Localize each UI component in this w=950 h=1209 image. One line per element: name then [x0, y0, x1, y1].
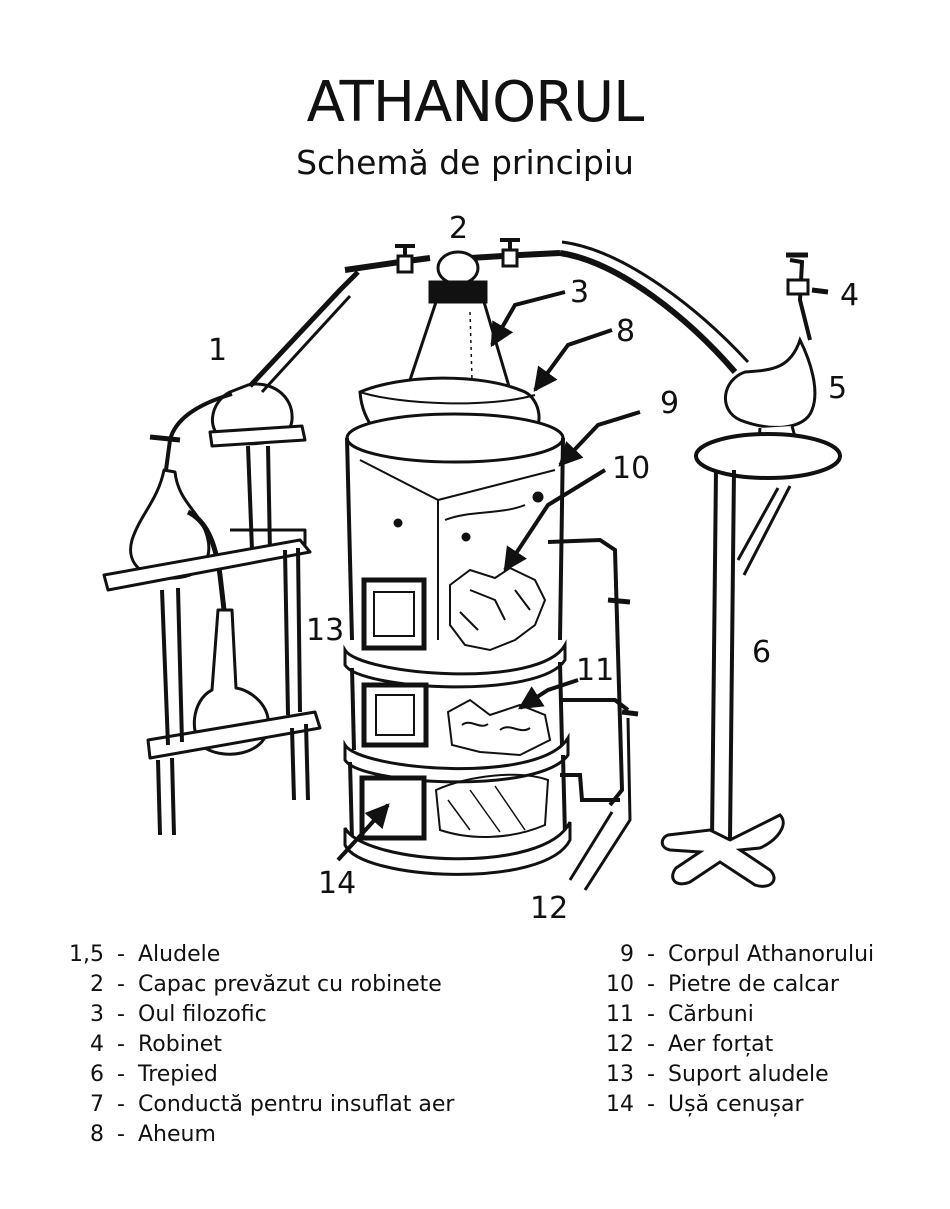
- legend-text: Oul filozofic: [138, 1002, 267, 1027]
- right-aludel-assembly: [660, 252, 842, 888]
- label-13: 13: [306, 613, 344, 648]
- label-14: 14: [318, 866, 356, 901]
- legend-text: Cărbuni: [668, 1002, 754, 1027]
- label-9: 9: [660, 386, 679, 421]
- legend-number: 9: [620, 942, 634, 967]
- legend-number: 2: [90, 972, 104, 997]
- legend-dash: -: [647, 1092, 655, 1117]
- legend-number: 12: [606, 1032, 634, 1057]
- label-8: 8: [616, 314, 635, 349]
- air-pipe: [547, 537, 639, 891]
- label-2: 2: [449, 211, 468, 246]
- legend-item: 4-Robinet: [48, 1030, 454, 1060]
- label-10: 10: [612, 451, 650, 486]
- legend-number: 11: [606, 1002, 634, 1027]
- legend-text: Suport aludele: [668, 1062, 829, 1087]
- legend-number: 7: [90, 1092, 104, 1117]
- cap-and-pipes: [344, 238, 750, 374]
- legend-text: Capac prevăzut cu robinete: [138, 972, 442, 997]
- left-aludel-assembly: [102, 270, 360, 836]
- legend-dash: -: [117, 1092, 125, 1117]
- legend-number: 8: [90, 1122, 104, 1147]
- legend-dash: -: [117, 972, 125, 997]
- legend-item: 3-Oul filozofic: [48, 1000, 454, 1030]
- legend-number: 10: [606, 972, 634, 997]
- athanor-furnace: [343, 300, 572, 876]
- legend-text: Aheum: [138, 1122, 216, 1147]
- legend-dash: -: [647, 942, 655, 967]
- legend-dash: -: [647, 1062, 655, 1087]
- legend-item: 6-Trepied: [48, 1060, 454, 1090]
- legend-number: 4: [90, 1032, 104, 1057]
- legend-item: 12-Aer forțat: [596, 1030, 874, 1060]
- legend-item: 9-Corpul Athanorului: [596, 940, 874, 970]
- legend-text: Aer forțat: [668, 1032, 774, 1057]
- label-5: 5: [828, 371, 847, 406]
- diagram-subtitle: Schemă de principiu: [296, 143, 634, 182]
- callout-arrows: [336, 290, 641, 862]
- legend-item: 2-Capac prevăzut cu robinete: [48, 970, 454, 1000]
- athanor-drawing: 1 2 3 4 5 6 8 9 10 11 12 13 14: [102, 211, 859, 920]
- legend-item: 13-Suport aludele: [596, 1060, 874, 1090]
- legend-text: Pietre de calcar: [668, 972, 839, 997]
- legend-item: 10-Pietre de calcar: [596, 970, 874, 1000]
- label-3: 3: [570, 275, 589, 310]
- label-6: 6: [752, 635, 771, 670]
- legend-dash: -: [647, 972, 655, 997]
- legend-dash: -: [647, 1032, 655, 1057]
- legend-text: Trepied: [138, 1062, 218, 1087]
- legend-text: Aludele: [138, 942, 221, 967]
- legend-item: 7-Conductă pentru insuflat aer: [48, 1090, 454, 1120]
- legend-dash: -: [117, 1122, 125, 1147]
- legend-text: Robinet: [138, 1032, 222, 1057]
- legend-item: 1,5-Aludele: [48, 940, 454, 970]
- legend-number: 3: [90, 1002, 104, 1027]
- legend-number: 6: [90, 1062, 104, 1087]
- legend-item: 11-Cărbuni: [596, 1000, 874, 1030]
- legend-dash: -: [117, 1032, 125, 1057]
- legend-dash: -: [117, 1062, 125, 1087]
- label-1: 1: [208, 333, 227, 368]
- legend-number: 13: [606, 1062, 634, 1087]
- legend-dash: -: [117, 942, 125, 967]
- diagram-title: ATHANORUL: [306, 70, 645, 135]
- label-11: 11: [576, 653, 614, 688]
- legend-text: Conductă pentru insuflat aer: [138, 1092, 455, 1117]
- legend-number: 14: [606, 1092, 634, 1117]
- legend-number: 1,5: [69, 942, 104, 967]
- label-12: 12: [530, 891, 568, 920]
- legend-text: Ușă cenușar: [668, 1092, 804, 1117]
- legend-dash: -: [647, 1002, 655, 1027]
- legend-text: Corpul Athanorului: [668, 942, 875, 967]
- legend-item: 8-Aheum: [48, 1120, 454, 1150]
- legend-item: 14-Ușă cenușar: [596, 1090, 874, 1120]
- legend-dash: -: [117, 1002, 125, 1027]
- label-4: 4: [840, 278, 859, 313]
